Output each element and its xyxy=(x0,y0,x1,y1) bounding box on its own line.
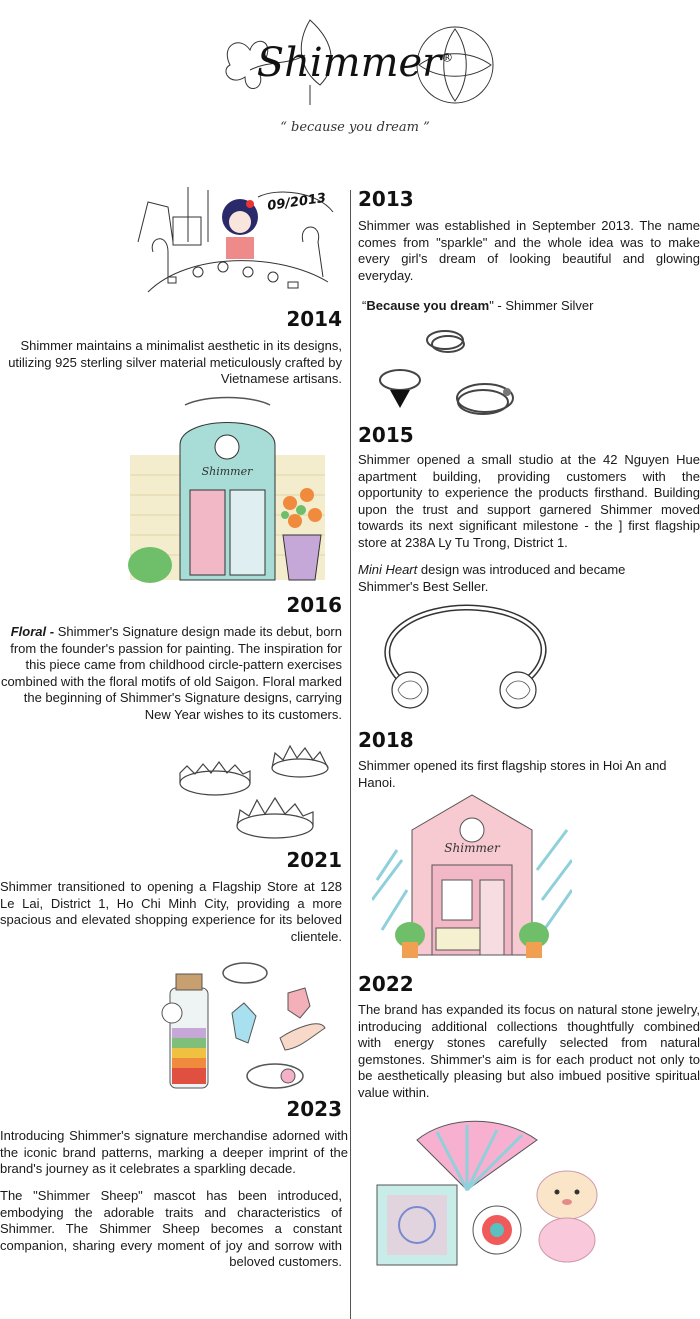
timeline-divider xyxy=(350,190,351,1319)
text-2022: The brand has expanded its focus on natu… xyxy=(358,1002,700,1100)
year-2014: 2014 xyxy=(286,307,342,331)
date-tag-2013: 09/2013 xyxy=(266,191,327,214)
text-2018: Shimmer opened its first flagship stores… xyxy=(358,758,667,790)
brand-logo: Shimmer® “ because you dream ” xyxy=(210,15,500,160)
illustration-2013-shop: 09/2013 xyxy=(128,182,336,302)
text-2015: Shimmer opened a small studio at the 42 … xyxy=(358,452,700,550)
text-2014: Shimmer maintains a minimalist aesthetic… xyxy=(8,338,342,386)
illustration-rings xyxy=(375,320,530,430)
year-2016: 2016 xyxy=(286,593,342,617)
illustration-bangle xyxy=(358,598,558,718)
illustration-stones xyxy=(160,958,335,1093)
year-2013: 2013 xyxy=(358,187,414,211)
store-sign-2016: Shimmer xyxy=(202,465,254,478)
brand-name: Shimmer® xyxy=(256,40,454,86)
text-2023-mascot: The "Shimmer Sheep" mascot has been intr… xyxy=(0,1188,342,1269)
year-2023: 2023 xyxy=(286,1097,342,1121)
text-2016: Floral - Shimmer's Signature design made… xyxy=(0,624,342,722)
quote-2013: “Because you dream" - Shimmer Silver xyxy=(362,298,594,313)
year-2018: 2018 xyxy=(358,728,414,752)
text-2021: Shimmer transitioned to opening a Flagsh… xyxy=(0,879,342,944)
illustration-store-2018: Shimmer xyxy=(372,790,572,960)
text-2013: Shimmer was established in September 201… xyxy=(358,218,700,283)
illustration-merch xyxy=(372,1120,612,1280)
logo-ornament xyxy=(225,19,494,105)
illustration-crown-rings xyxy=(175,738,330,848)
text-2023-merch: Introducing Shimmer's signature merchand… xyxy=(0,1128,348,1176)
illustration-store-2016: Shimmer xyxy=(125,395,330,585)
note-2015: Mini Heart design was introduced and bec… xyxy=(358,562,626,594)
year-2015: 2015 xyxy=(358,423,414,447)
year-2021: 2021 xyxy=(286,848,342,872)
store-sign-2018: Shimmer xyxy=(444,841,501,855)
brand-tagline: “ because you dream ” xyxy=(280,120,430,135)
year-2022: 2022 xyxy=(358,972,414,996)
